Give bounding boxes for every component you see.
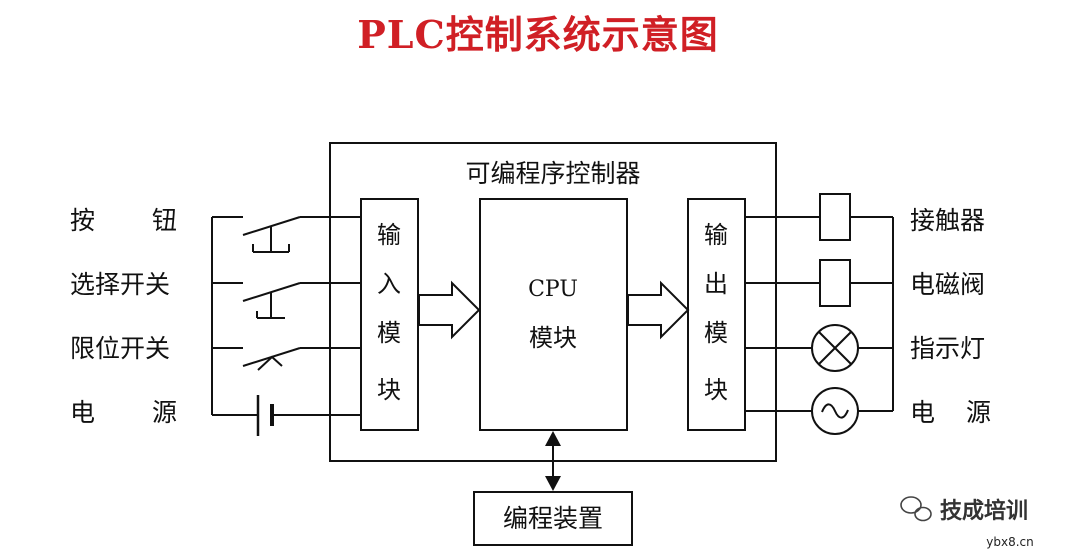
controller-label: 可编程序控制器 <box>465 159 640 188</box>
cpu-label: CPU <box>528 277 578 302</box>
cpu-to-output-arrow <box>627 280 690 340</box>
input-module-char-1: 输 <box>377 221 401 249</box>
cpu-module-box <box>479 198 628 431</box>
input-label-button-1: 按 <box>70 206 95 235</box>
contactor-coil-symbol <box>819 193 851 241</box>
output-wiring <box>745 216 894 412</box>
indicator-lamp-symbol <box>811 324 859 372</box>
cpu-module-label: 模块 <box>529 324 577 352</box>
output-label-power-1: 电 <box>910 398 935 427</box>
dc-source-symbol <box>256 395 274 436</box>
watermark-name: 技成培训 <box>940 498 1028 524</box>
watermark: 技成培训 ybx8.cn <box>900 496 1034 549</box>
output-label-solenoid: 电磁阀 <box>910 270 985 299</box>
ac-source-symbol <box>811 387 859 435</box>
wechat-icon <box>900 496 932 522</box>
input-to-cpu-arrow <box>418 280 481 340</box>
watermark-url: ybx8.cn <box>986 535 1033 549</box>
limit-switch-symbol <box>242 347 301 371</box>
output-module-char-1: 输 <box>704 221 728 249</box>
input-module-char-4: 块 <box>377 376 401 404</box>
output-label-contactor: 接触器 <box>910 206 985 235</box>
programmer-label: 编程装置 <box>503 504 603 533</box>
input-label-power-2: 源 <box>152 398 177 427</box>
output-module-char-4: 块 <box>704 376 728 404</box>
push-button-symbol <box>242 216 301 253</box>
output-module-box <box>687 198 746 431</box>
output-module-char-2: 出 <box>704 270 728 298</box>
controller-box <box>329 142 777 462</box>
input-label-power-1: 电 <box>70 398 95 427</box>
selector-switch-symbol <box>242 282 301 319</box>
input-label-button-2: 钮 <box>152 206 177 235</box>
programmer-box <box>473 491 633 546</box>
solenoid-valve-symbol <box>819 259 851 307</box>
input-label-limit: 限位开关 <box>70 334 170 363</box>
output-label-indicator: 指示灯 <box>910 334 985 363</box>
input-module-char-2: 入 <box>377 270 401 298</box>
input-module-char-3: 模 <box>377 319 401 347</box>
output-label-power-2: 源 <box>966 398 991 427</box>
page-title: PLC控制系统示意图 <box>357 12 719 57</box>
output-module-char-3: 模 <box>704 319 728 347</box>
input-wiring <box>211 216 361 416</box>
input-label-selector: 选择开关 <box>70 270 170 299</box>
programmer-double-arrow <box>545 431 561 491</box>
